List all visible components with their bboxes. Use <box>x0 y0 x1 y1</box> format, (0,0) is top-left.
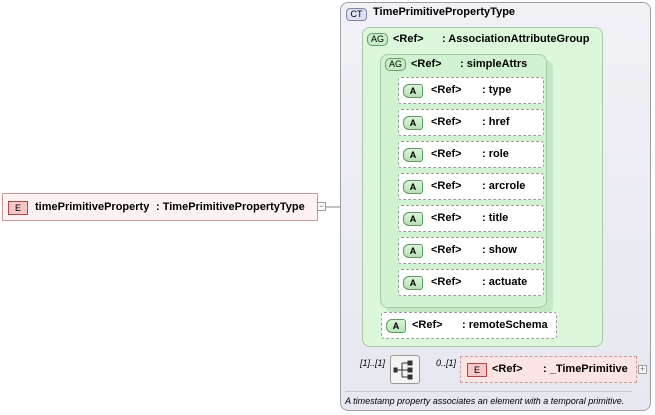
attribute-tag: A <box>403 84 423 98</box>
inner-group-ref: <Ref> <box>411 58 442 70</box>
attribute-name: : role <box>482 148 509 160</box>
attribute-ref: <Ref> <box>431 180 462 192</box>
attribute-role[interactable]: A <Ref> : role <box>398 141 544 168</box>
attribute-tag: A <box>403 116 423 130</box>
attribute-arcrole[interactable]: A <Ref> : arcrole <box>398 173 544 200</box>
sequence-compositor[interactable] <box>390 355 420 384</box>
attribute-name: : show <box>482 244 517 256</box>
root-element-name: timePrimitiveProperty <box>35 201 150 213</box>
attribute-actuate[interactable]: A <Ref> : actuate <box>398 269 544 296</box>
attribute-group-ref: <Ref> <box>393 33 424 45</box>
attribute-ref: <Ref> <box>412 319 443 331</box>
attribute-tag: A <box>403 244 423 258</box>
attribute-tag: A <box>386 319 406 333</box>
sequence-icon <box>393 360 413 380</box>
attribute-name: : remoteSchema <box>462 319 548 331</box>
complex-type-name: TimePrimitivePropertyType <box>373 6 516 18</box>
attribute-title[interactable]: A <Ref> : title <box>398 205 544 232</box>
element-tag: E <box>8 201 28 215</box>
attribute-show[interactable]: A <Ref> : show <box>398 237 544 264</box>
inner-group-name: : simpleAttrs <box>460 58 528 70</box>
child-element-ref: <Ref> <box>492 363 523 375</box>
attribute-ref: <Ref> <box>431 212 462 224</box>
child-element-name: : _TimePrimitive <box>543 363 628 375</box>
attribute-type[interactable]: A <Ref> : type <box>398 77 544 104</box>
attribute-name: : title <box>482 212 509 224</box>
attribute-href[interactable]: A <Ref> : href <box>398 109 544 136</box>
child-element-box[interactable]: E <Ref> : _TimePrimitive <box>460 356 637 383</box>
complex-type-tag: CT <box>346 8 367 21</box>
attribute-ref: <Ref> <box>431 244 462 256</box>
attribute-ref: <Ref> <box>431 276 462 288</box>
root-element-box[interactable]: E timePrimitiveProperty : TimePrimitiveP… <box>2 193 318 221</box>
attribute-group-tag: AG <box>367 33 388 46</box>
documentation-divider <box>345 391 632 392</box>
root-element-type: : TimePrimitivePropertyType <box>156 201 305 213</box>
attribute-name: : actuate <box>482 276 528 288</box>
element-tag: E <box>467 363 487 377</box>
documentation-text: A timestamp property associates an eleme… <box>345 396 625 406</box>
attribute-remote-schema[interactable]: A <Ref> : remoteSchema <box>381 312 557 339</box>
attribute-tag: A <box>403 212 423 226</box>
attribute-name: : href <box>482 116 510 128</box>
sequence-occurrence: [1]..[1] <box>360 358 386 368</box>
attribute-tag: A <box>403 276 423 290</box>
attribute-group-name: : AssociationAttributeGroup <box>442 33 590 45</box>
child-element-occurrence: 0..[1] <box>436 358 457 368</box>
inner-group-tag: AG <box>385 58 406 71</box>
attribute-name: : arcrole <box>482 180 526 192</box>
attribute-ref: <Ref> <box>431 116 462 128</box>
attribute-name: : type <box>482 84 512 96</box>
attribute-tag: A <box>403 148 423 162</box>
attribute-tag: A <box>403 180 423 194</box>
expand-toggle-icon[interactable]: + <box>638 364 647 374</box>
collapse-toggle-icon[interactable]: − <box>317 201 326 211</box>
attribute-ref: <Ref> <box>431 148 462 160</box>
attribute-ref: <Ref> <box>431 84 462 96</box>
